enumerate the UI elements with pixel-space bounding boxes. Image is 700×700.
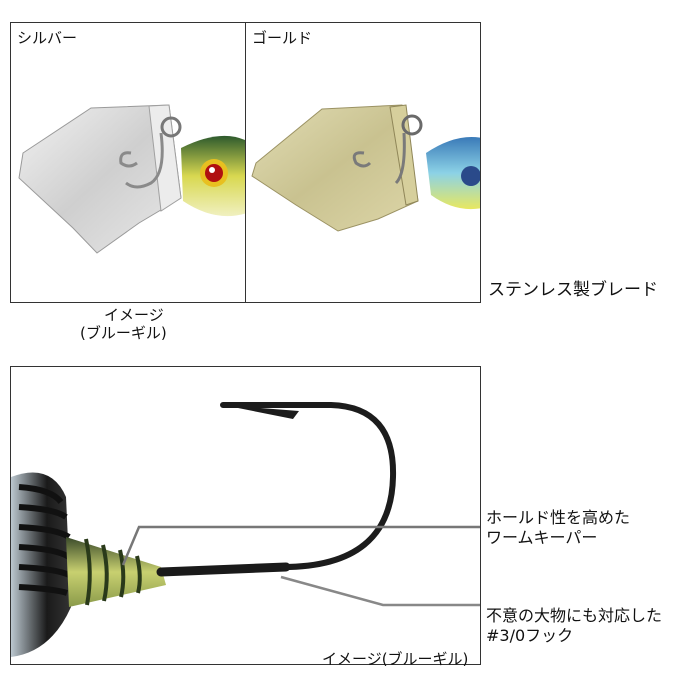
- silver-blade-illustration: [18, 104, 245, 254]
- bottom-caption: イメージ(ブルーギル): [322, 650, 469, 668]
- hook-panel: [10, 366, 481, 665]
- top-caption-line1: イメージ: [104, 306, 164, 324]
- hook-callout-line2: #3/0フック: [486, 626, 574, 645]
- worm-keeper-callout-line1: ホールド性を高めた: [486, 508, 631, 527]
- gold-title: ゴールド: [252, 29, 313, 47]
- worm-keeper-callout-line2: ワームキーパー: [486, 528, 598, 547]
- top-caption-line2: (ブルーギル): [80, 324, 167, 342]
- blade-material-label: ステンレス製ブレード: [488, 280, 658, 300]
- silver-title: シルバー: [17, 29, 78, 47]
- hook-callout-line1: 不意の大物にも対応した: [486, 606, 663, 625]
- gold-panel: ゴールド: [245, 22, 481, 303]
- hook-illustration: [11, 402, 480, 657]
- gold-blade-illustration: [251, 104, 480, 232]
- silver-panel: シルバー: [10, 22, 246, 303]
